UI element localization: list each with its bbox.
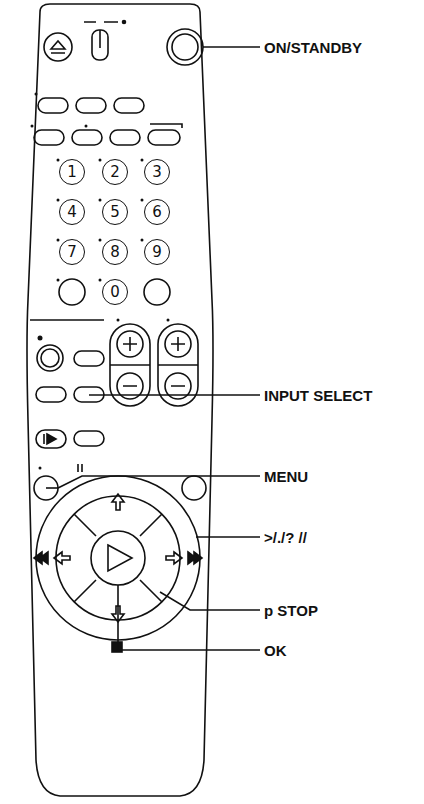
number-button: 3	[144, 159, 170, 185]
leader-line	[196, 536, 260, 538]
switch-bar	[84, 21, 118, 23]
button-digit: 9	[152, 245, 162, 260]
number-button: 9	[144, 239, 170, 265]
button-digit: 5	[110, 205, 120, 220]
button-digit: 3	[152, 165, 162, 180]
remote-body	[27, 4, 213, 796]
number-button: 7	[59, 239, 85, 265]
eject-symbol	[51, 41, 65, 53]
leader-line	[89, 394, 260, 396]
button-digit: 6	[152, 205, 162, 220]
button-digit: 1	[67, 165, 77, 180]
callout-label: INPUT SELECT	[262, 387, 374, 404]
rocker	[110, 324, 150, 406]
switch-slot	[99, 30, 101, 48]
callout-label: MENU	[262, 468, 310, 485]
button-digit: 2	[110, 165, 120, 180]
power-button	[167, 29, 203, 65]
ok-button	[91, 531, 145, 585]
number-button: 4	[59, 199, 85, 225]
leader-line	[203, 46, 260, 48]
callout-label: ON/STANDBY	[262, 39, 364, 56]
leader-line	[118, 585, 260, 650]
callout-label: p STOP	[262, 602, 320, 619]
number-button: 8	[102, 239, 128, 265]
record-button	[37, 345, 63, 371]
eject-button	[44, 33, 72, 61]
leader-line	[160, 592, 260, 610]
callout-label: >/./? //	[262, 529, 309, 546]
switch	[92, 30, 108, 60]
callout-label: OK	[262, 642, 289, 659]
number-button: 2	[102, 159, 128, 185]
button-digit: 0	[110, 285, 120, 300]
menu-button	[34, 476, 58, 500]
number-button: 1	[59, 159, 85, 185]
leader-line	[58, 476, 260, 488]
bracket	[150, 124, 182, 128]
button-digit: 7	[67, 245, 77, 260]
blank-button	[59, 279, 85, 305]
button-digit: 8	[110, 245, 120, 260]
number-button: 6	[144, 199, 170, 225]
button-digit: 4	[67, 205, 77, 220]
number-button: 0	[102, 279, 128, 305]
number-button: 5	[102, 199, 128, 225]
oval-button	[38, 98, 68, 113]
